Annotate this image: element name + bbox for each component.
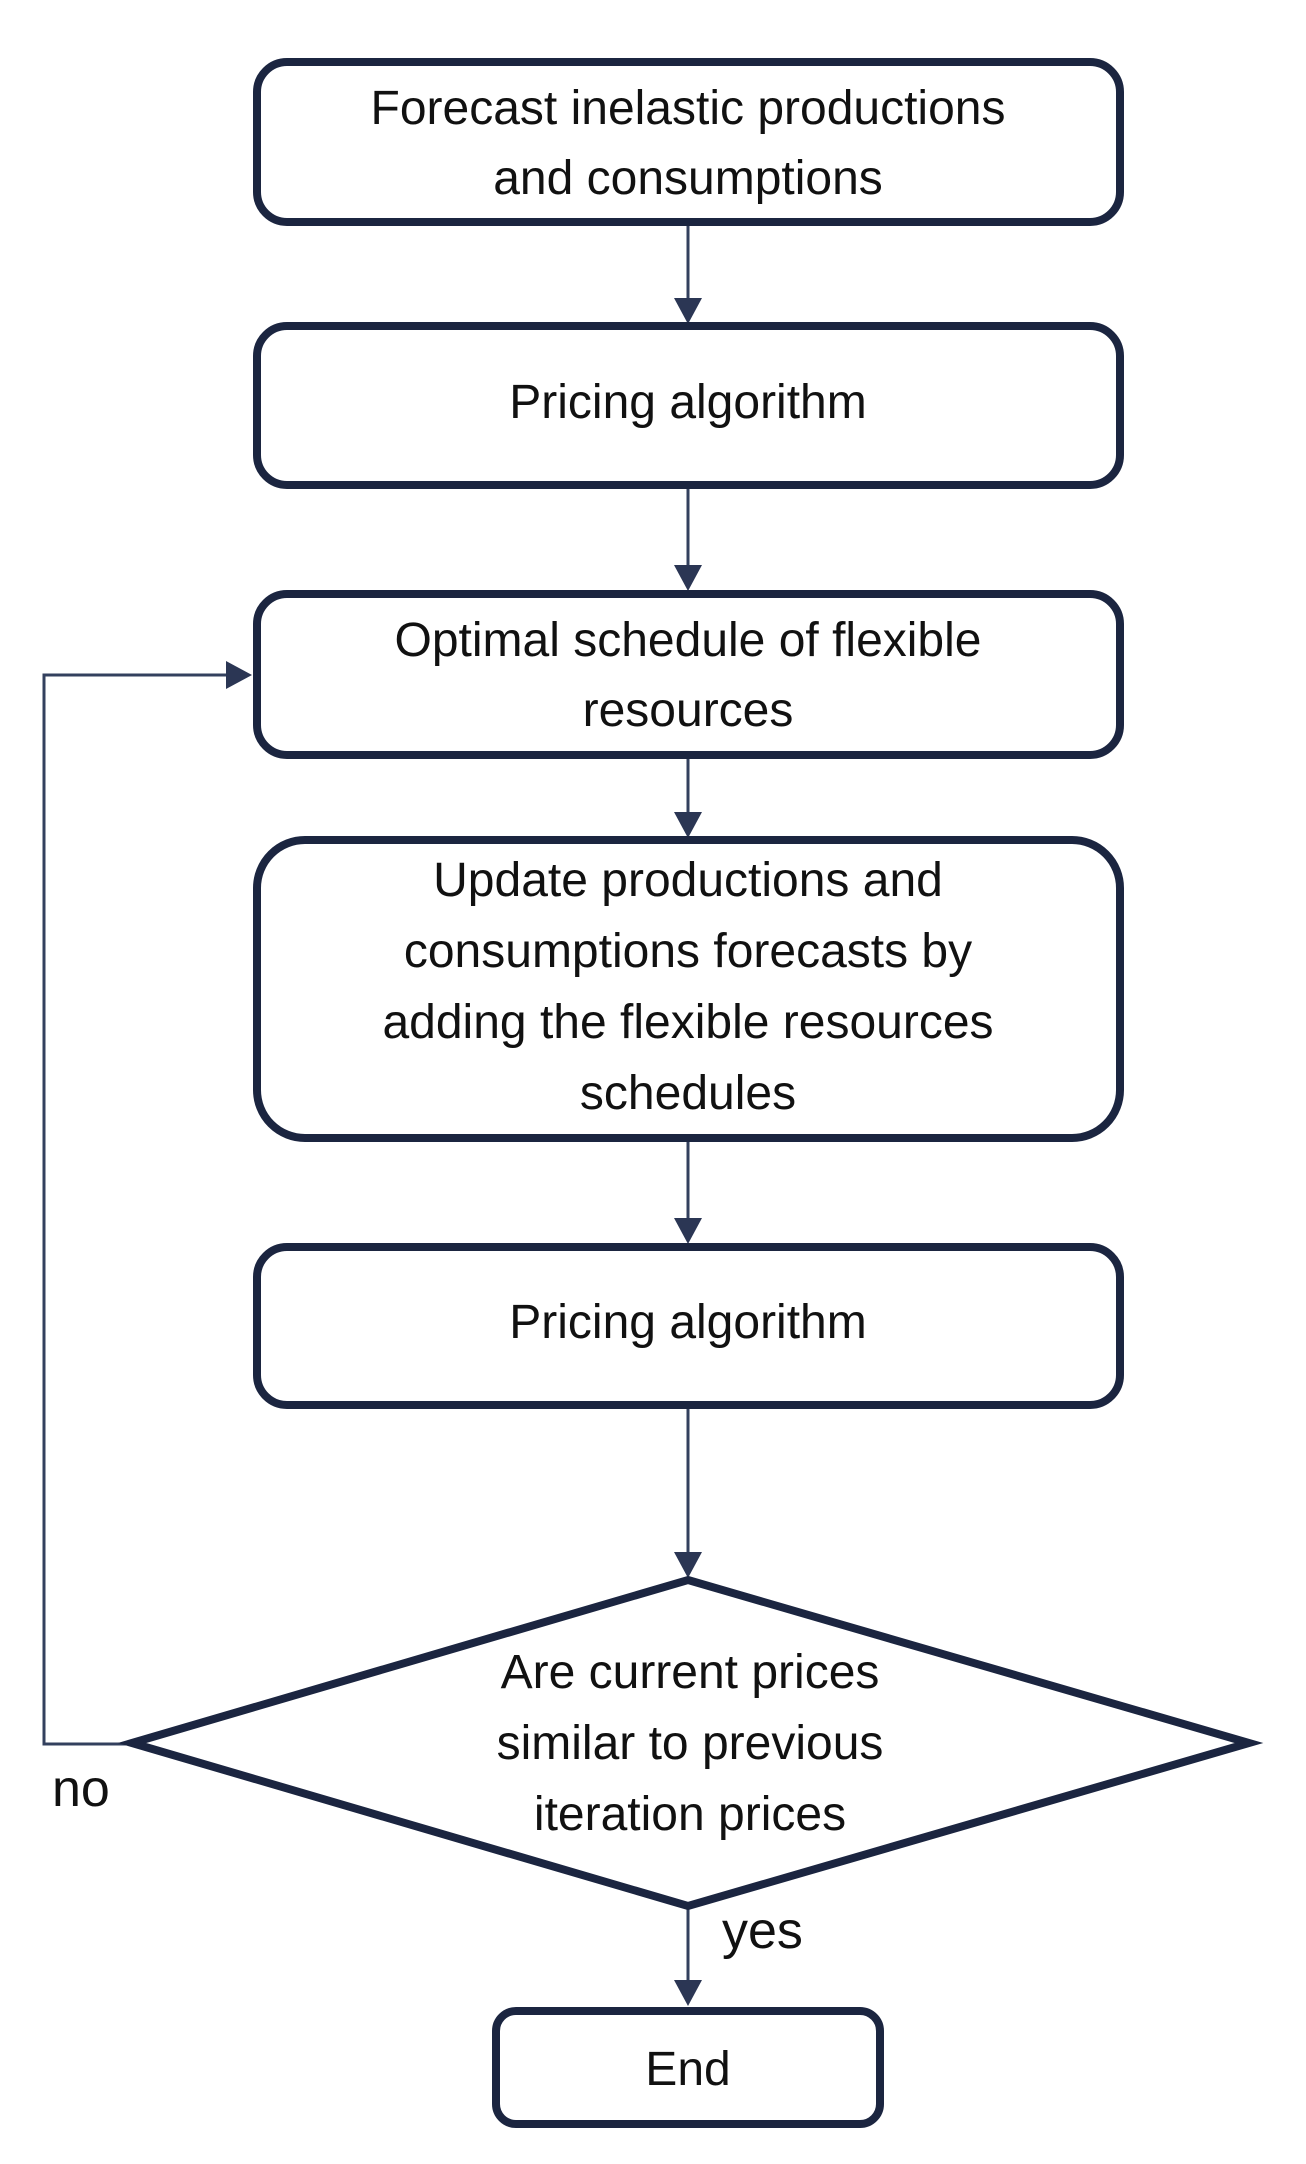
node-label-line: iteration prices [534, 1788, 846, 1841]
node-label-line: Are current prices [501, 1646, 880, 1699]
edge-decision-to-optimal-schedule: no [42, 661, 252, 1818]
node-label-line: Pricing algorithm [509, 1296, 866, 1349]
node-decision: Are current prices similar to previous i… [117, 1575, 1264, 1911]
node-end: End [492, 2007, 884, 2128]
arrowhead-icon [674, 565, 702, 591]
node-label-line: schedules [580, 1067, 796, 1120]
node-pricing-1: Pricing algorithm [253, 322, 1124, 489]
node-label-line: End [645, 2043, 730, 2096]
arrowhead-icon [674, 1552, 702, 1578]
edge-pricing-2-to-decision [674, 1407, 702, 1578]
arrowhead-icon [674, 298, 702, 324]
edges: yes no [42, 224, 803, 2006]
node-label-line: consumptions forecasts by [404, 925, 972, 978]
arrowhead-icon [674, 812, 702, 838]
node-optimal-schedule: Optimal schedule of flexible resources [253, 590, 1124, 759]
node-label-line: adding the flexible resources [382, 996, 993, 1049]
node-label-line: Forecast inelastic productions [371, 82, 1006, 135]
node-pricing-2: Pricing algorithm [253, 1243, 1124, 1409]
node-label-line: Optimal schedule of flexible [395, 614, 982, 667]
node-label-line: similar to previous [497, 1717, 884, 1770]
node-label-line: and consumptions [493, 152, 883, 205]
node-label-line: Update productions and [433, 854, 943, 907]
node-update-forecasts: Update productions and consumptions fore… [253, 836, 1124, 1142]
edge-forecast-to-pricing-1 [674, 224, 702, 324]
edge-update-forecasts-to-pricing-2 [674, 1140, 702, 1244]
edge-label-yes: yes [722, 1902, 803, 1960]
node-label-line: Pricing algorithm [509, 376, 866, 429]
edge-label-no: no [52, 1760, 110, 1818]
node-forecast: Forecast inelastic productions and consu… [253, 58, 1124, 226]
arrowhead-icon [226, 661, 252, 689]
edge-decision-to-end: yes [674, 1902, 803, 2006]
arrowhead-icon [674, 1218, 702, 1244]
arrowhead-icon [674, 1980, 702, 2006]
node-label-line: resources [583, 684, 794, 737]
nodes: Forecast inelastic productions and consu… [117, 58, 1264, 2128]
edge-optimal-schedule-to-update-forecasts [674, 757, 702, 838]
edge-pricing-1-to-optimal-schedule [674, 487, 702, 591]
